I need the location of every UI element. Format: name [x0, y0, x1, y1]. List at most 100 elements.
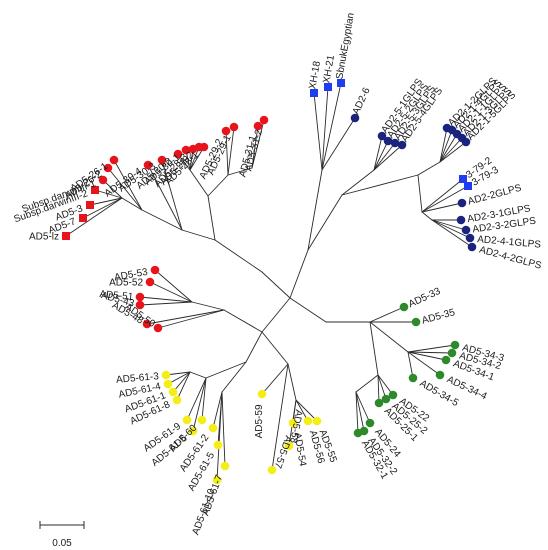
tree-branch [355, 374, 379, 393]
tree-branch [377, 374, 380, 404]
tree-branch [407, 351, 447, 361]
tree-branch [89, 197, 123, 206]
leaf-marker-circle [143, 160, 153, 170]
leaf-marker-circle [142, 319, 152, 329]
tree-branch [289, 297, 327, 323]
leaf-marker-circle [153, 323, 163, 333]
tree-branch [65, 197, 123, 237]
tree-branch [307, 169, 323, 251]
tree-branch [407, 351, 453, 354]
tree-branch [355, 391, 365, 432]
leaf-label: AD2-6 [351, 86, 373, 117]
tree-branch [102, 179, 123, 199]
leaf-marker-square [324, 83, 332, 91]
leaf-marker-circle [435, 370, 445, 380]
leaf-marker-circle [388, 390, 398, 400]
leaf-marker-circle [457, 198, 467, 208]
tree-branch [355, 391, 371, 424]
tree-branch [261, 363, 289, 395]
leaf-marker-square [62, 232, 70, 240]
leaf-marker-circle [411, 317, 421, 327]
tree-branch [225, 130, 229, 176]
leaf-label: SbnukEgyptian [334, 12, 357, 80]
leaf-marker-circle [456, 215, 466, 225]
scale-bar-label: 0.05 [52, 538, 72, 549]
tree-branch [207, 174, 229, 197]
leaf-marker-circle [450, 340, 460, 350]
tree-branch [94, 189, 123, 199]
leaf-marker-circle [109, 155, 119, 165]
tree-branch [421, 211, 433, 221]
leaf-marker-circle [182, 415, 192, 425]
tree-branch [341, 174, 419, 196]
scale-bar-line [39, 521, 85, 529]
tree-branch [223, 309, 263, 333]
leaf-marker-circle [461, 225, 471, 235]
leaf-label: AD5-35 [421, 307, 457, 327]
tree-branch [186, 377, 207, 421]
tree-branch [431, 219, 467, 231]
tree-branch [139, 301, 193, 306]
leaf-label: AD5-51 [99, 289, 134, 303]
tree-branch [417, 161, 441, 176]
leaf-marker-circle [383, 136, 393, 146]
leaf-marker-circle [135, 300, 145, 310]
tree-branch [373, 144, 403, 171]
tree-branch [251, 119, 265, 169]
leaf-marker-circle [408, 373, 418, 383]
tree-branch [192, 377, 207, 432]
leaf-marker-circle [377, 131, 387, 141]
leaf-marker-circle [163, 379, 173, 389]
leaf-marker-square [91, 186, 99, 194]
tree-branch [439, 137, 463, 163]
tree-branch [369, 321, 379, 376]
tree-branch [161, 159, 183, 231]
leaf-marker-circle [284, 441, 294, 451]
leaf-marker-circle [267, 465, 277, 475]
leaf-marker-circle [259, 115, 269, 125]
tree-branch [355, 391, 359, 434]
leaf-marker-circle [135, 292, 145, 302]
tree-branch [261, 331, 289, 365]
tree-branch [289, 249, 309, 299]
tree-branch [221, 391, 226, 467]
tree-branch [321, 86, 329, 171]
leaf-marker-circle [374, 398, 384, 408]
tree-branch [139, 296, 193, 303]
leaf-marker-circle [229, 122, 239, 132]
tree-branch [431, 219, 471, 239]
tree-branch [207, 195, 216, 241]
tree-branch [221, 361, 247, 393]
leaf-label: AD5-33 [407, 286, 443, 310]
tree-branch [205, 361, 247, 379]
tree-branch [227, 167, 253, 176]
leaf-label: AD5-59 [254, 404, 265, 438]
tree-branch [369, 321, 409, 353]
leaf-labels: AD5-lzAD5-7AD5-3Subsp.darwinIII-2Subsp.d… [13, 12, 543, 537]
leaf-marker-circle [390, 138, 400, 148]
leaf-marker-circle [350, 113, 360, 123]
tree-branch [176, 371, 191, 401]
tree-branch [154, 269, 193, 303]
leaf-marker-circle [288, 418, 298, 428]
tree-branch [212, 391, 223, 429]
tree-branch [417, 174, 423, 213]
leaf-label: XH-18 [307, 60, 323, 90]
leaf-marker-circle [220, 461, 230, 471]
leaf-marker-circle [161, 370, 171, 380]
tree-branch [189, 146, 205, 171]
tree-branch [321, 82, 342, 171]
tree-branch [313, 92, 323, 171]
leaf-label: AD5-61-3 [116, 371, 160, 386]
tree-branch [189, 371, 207, 379]
leaf-marker-square [310, 89, 318, 97]
tree-branch [251, 125, 259, 169]
tree-branch [369, 306, 405, 323]
tree-branch [189, 169, 209, 197]
tree-branch [107, 167, 143, 211]
leaf-marker-circle [461, 137, 471, 147]
tree-branch [295, 399, 318, 422]
leaf-marker-circle [173, 149, 183, 159]
leaf-marker-circle [303, 416, 313, 426]
tree-branches [65, 82, 473, 481]
